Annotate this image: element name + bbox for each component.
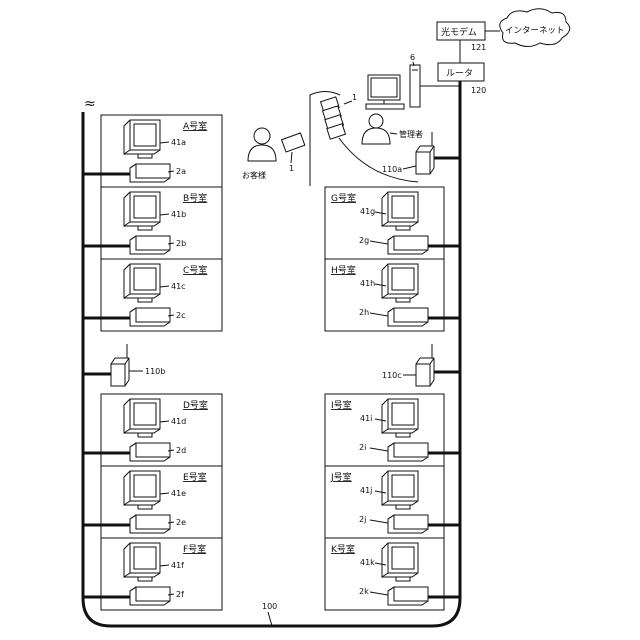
- room-j-name: J号室: [330, 471, 352, 483]
- access-point-b: [111, 344, 129, 386]
- room-j-stb: 2j: [359, 515, 366, 524]
- room-k-monitor: 41k: [360, 558, 375, 567]
- room-e-monitor: 41e: [171, 489, 186, 498]
- modem-ref: 121: [471, 43, 486, 52]
- room-c-stb: 2c: [176, 311, 186, 320]
- tablet-stack: [321, 97, 346, 139]
- room-c-monitor: 41c: [171, 282, 186, 291]
- room-h-monitor: 41h: [360, 279, 375, 288]
- room-d-monitor: 41d: [171, 417, 186, 426]
- room-g-name: G号室: [331, 192, 356, 204]
- room-a-stb: 2a: [176, 167, 186, 176]
- room-J: J号室 41j 2j: [325, 466, 460, 538]
- room-f-name: F号室: [183, 543, 206, 555]
- room-F: F号室 41f 2f: [83, 538, 222, 610]
- room-A: A号室 41a 2a: [83, 115, 222, 187]
- room-i-name: I号室: [331, 399, 352, 411]
- room-k-stb: 2k: [359, 587, 369, 596]
- router-ref: 120: [471, 86, 486, 95]
- manager-icon: [362, 114, 390, 144]
- room-h-name: H号室: [331, 264, 356, 276]
- room-b-stb: 2b: [176, 239, 186, 248]
- room-k-name: K号室: [331, 543, 355, 555]
- room-E: E号室 41e 2e: [83, 466, 222, 538]
- room-a-monitor: 41a: [171, 138, 186, 147]
- room-G: G号室 41g 2g: [325, 187, 460, 259]
- room-b-name: B号室: [183, 192, 207, 204]
- ap-a-ref: 110a: [382, 165, 402, 174]
- bus-ref: 100: [262, 602, 277, 611]
- room-I: I号室 41i 2i: [325, 394, 460, 466]
- room-C: C号室 41c 2c: [83, 259, 222, 331]
- room-i-monitor: 41i: [360, 414, 372, 423]
- room-g-stb: 2g: [359, 236, 369, 245]
- router-label: ルータ: [446, 68, 473, 79]
- bus-leader: [268, 612, 272, 626]
- room-g-monitor: 41g: [360, 207, 375, 216]
- room-b-monitor: 41b: [171, 210, 186, 219]
- stack-ref: 1: [352, 93, 357, 102]
- room-e-stb: 2e: [176, 518, 186, 527]
- modem-label: 光モデム: [441, 26, 477, 38]
- room-f-monitor: 41f: [171, 561, 184, 570]
- room-K: K号室 41k 2k: [325, 538, 460, 610]
- room-i-stb: 2i: [359, 443, 366, 452]
- manager-label: 管理者: [399, 129, 423, 139]
- room-d-name: D号室: [183, 399, 208, 411]
- break-mark: ≈: [84, 96, 96, 112]
- pc: [366, 65, 420, 109]
- room-f-stb: 2f: [176, 590, 184, 599]
- room-B: B号室 41b 2b: [83, 187, 222, 259]
- room-d-stb: 2d: [176, 446, 186, 455]
- tablet-ref: 1: [289, 164, 294, 173]
- pc-ref: 6: [410, 53, 415, 62]
- tablet-icon: [282, 133, 305, 152]
- room-a-name: A号室: [183, 120, 207, 132]
- room-H: H号室 41h 2h: [325, 259, 460, 331]
- access-point-c: [416, 344, 434, 386]
- ap-c-ref: 110c: [382, 371, 402, 380]
- room-e-name: E号室: [183, 471, 207, 483]
- customer-label: お客様: [242, 170, 266, 180]
- room-D: D号室 41d 2d: [83, 394, 222, 466]
- room-h-stb: 2h: [359, 308, 369, 317]
- customer-icon: [248, 128, 276, 161]
- room-c-name: C号室: [183, 264, 207, 276]
- internet-label: インターネット: [505, 26, 565, 36]
- room-j-monitor: 41j: [360, 486, 372, 495]
- ap-b-ref: 110b: [145, 367, 165, 376]
